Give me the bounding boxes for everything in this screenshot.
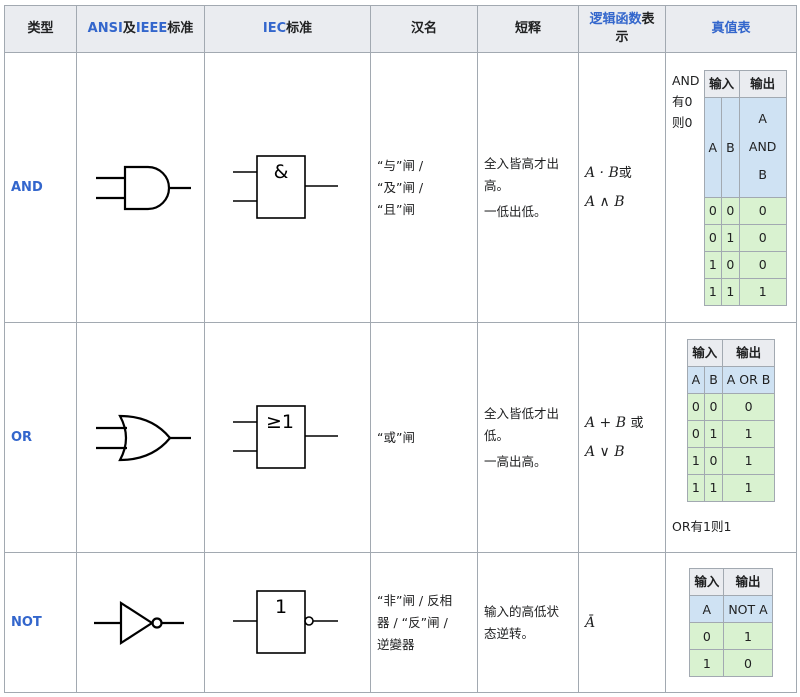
header-row: 类型 ANSI及IEEE标准 IEC标准 汉名 短释 逻辑函数表示 真值表 xyxy=(4,5,797,53)
not-chinese-names: “非”闸 / 反相器 / “反”闸 /逆變器 xyxy=(370,552,478,693)
header-short-desc: 短释 xyxy=(477,5,579,53)
iec-not-label: 1 xyxy=(274,596,286,618)
or-formula: A + B 或 A ∨ B xyxy=(578,322,666,553)
not-row: NOT 1 “非” xyxy=(4,552,797,693)
and-short-desc: 全入皆高才出高。一低出低。 xyxy=(477,52,579,323)
not-formula: Ā xyxy=(578,552,666,693)
or-row: OR ≥1 “或”闸 全入皆低 xyxy=(4,322,797,553)
gate-type-and[interactable]: AND xyxy=(4,52,77,323)
not-gate-icon xyxy=(93,600,184,645)
ansi-not-symbol xyxy=(76,552,205,693)
gate-type-or[interactable]: OR xyxy=(4,322,77,553)
logic-gates-table: 类型 ANSI及IEEE标准 IEC标准 汉名 短释 逻辑函数表示 真值表 AN… xyxy=(4,5,797,693)
iec-not-symbol: 1 xyxy=(204,552,371,693)
and-formula: A · B或 A ∧ B xyxy=(578,52,666,323)
ansi-and-symbol xyxy=(76,52,205,323)
ansi-or-symbol xyxy=(76,322,205,553)
header-logic-function: 逻辑函数表示 xyxy=(578,5,666,53)
and-row: AND & “与”闸 /“及”闸 /“且”闸 xyxy=(4,52,797,323)
iec-not-gate-icon: 1 xyxy=(232,589,338,654)
ansi-link[interactable]: ANSI xyxy=(87,21,123,36)
truth-table-link[interactable]: 真值表 xyxy=(711,21,751,36)
gate-type-not[interactable]: NOT xyxy=(4,552,77,693)
and-gate-icon xyxy=(95,165,191,210)
or-gate-icon xyxy=(95,414,191,461)
iec-link[interactable]: IEC xyxy=(262,21,287,36)
iec-or-gate-icon: ≥1 xyxy=(232,404,338,469)
header-ansi: ANSI及IEEE标准 xyxy=(76,5,205,53)
or-chinese-names: “或”闸 xyxy=(370,322,478,553)
not-short-desc: 输入的高低状态逆转。 xyxy=(477,552,579,693)
or-note: OR有1则1 xyxy=(672,518,732,534)
iec-and-gate-icon: & xyxy=(232,154,338,219)
and-chinese-names: “与”闸 /“及”闸 /“且”闸 xyxy=(370,52,478,323)
iec-or-label: ≥1 xyxy=(265,411,293,433)
iec-and-label: & xyxy=(273,161,288,183)
or-short-desc: 全入皆低才出低。一高出高。 xyxy=(477,322,579,553)
header-iec: IEC标准 xyxy=(204,5,371,53)
logic-function-link[interactable]: 逻辑函数 xyxy=(589,12,642,27)
ieee-link[interactable]: IEEE xyxy=(135,21,168,36)
header-type: 类型 xyxy=(4,5,77,53)
iec-and-symbol: & xyxy=(204,52,371,323)
header-chinese-name: 汉名 xyxy=(370,5,478,53)
header-truth-table: 真值表 xyxy=(665,5,797,53)
iec-or-symbol: ≥1 xyxy=(204,322,371,553)
